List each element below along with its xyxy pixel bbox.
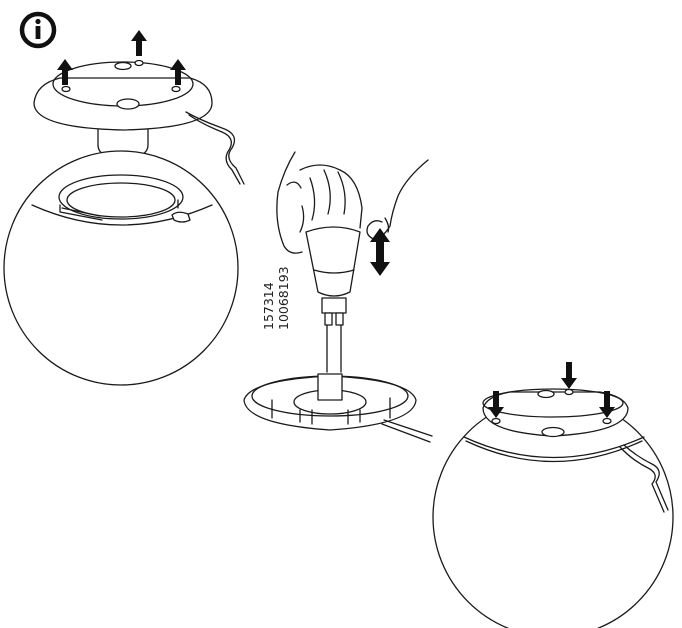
globe-open: [3, 150, 239, 386]
part-code-secondary: 10068193: [276, 266, 291, 330]
socket-base: [243, 373, 433, 443]
arrow-down-icon: [599, 391, 615, 418]
hands-replacing-bulb: [276, 151, 429, 373]
info-icon: [19, 11, 57, 49]
arrow-up-icon: [57, 59, 73, 85]
arrow-up-icon: [131, 30, 147, 56]
arrow-down-icon: [488, 391, 504, 418]
arrow-up-down-icon: [370, 228, 390, 276]
part-code-primary: 157314: [261, 282, 276, 330]
globe-assembled: [432, 388, 674, 628]
arrow-up-icon: [170, 59, 186, 85]
top-cap-removed: [33, 59, 245, 185]
arrow-down-icon: [561, 362, 577, 389]
